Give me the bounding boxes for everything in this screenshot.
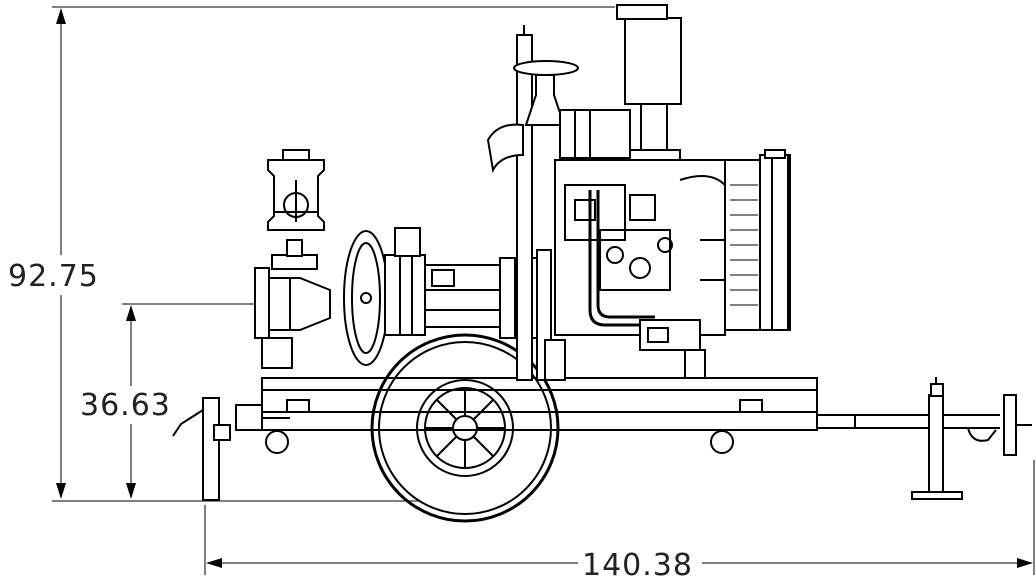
air-cleaner — [486, 60, 631, 174]
priming-valve — [267, 149, 325, 270]
rear-jack-stand — [172, 397, 231, 501]
height-dimension: 92.75 — [8, 6, 615, 502]
discharge-height-dimension: 36.63 — [80, 303, 255, 499]
front-jack-stand — [911, 377, 963, 500]
length-dimension: 140.38 — [204, 460, 1035, 579]
overall-length-label: 140.38 — [582, 548, 693, 579]
suction-inlet — [254, 267, 331, 369]
overall-height-label: 92.75 — [8, 259, 99, 294]
radiator — [724, 149, 791, 331]
trailer-frame — [235, 377, 1032, 456]
trailer-wheel — [370, 333, 560, 523]
pump-volute — [343, 227, 426, 366]
engine-block — [544, 159, 731, 381]
discharge-height-label: 36.63 — [80, 388, 171, 423]
